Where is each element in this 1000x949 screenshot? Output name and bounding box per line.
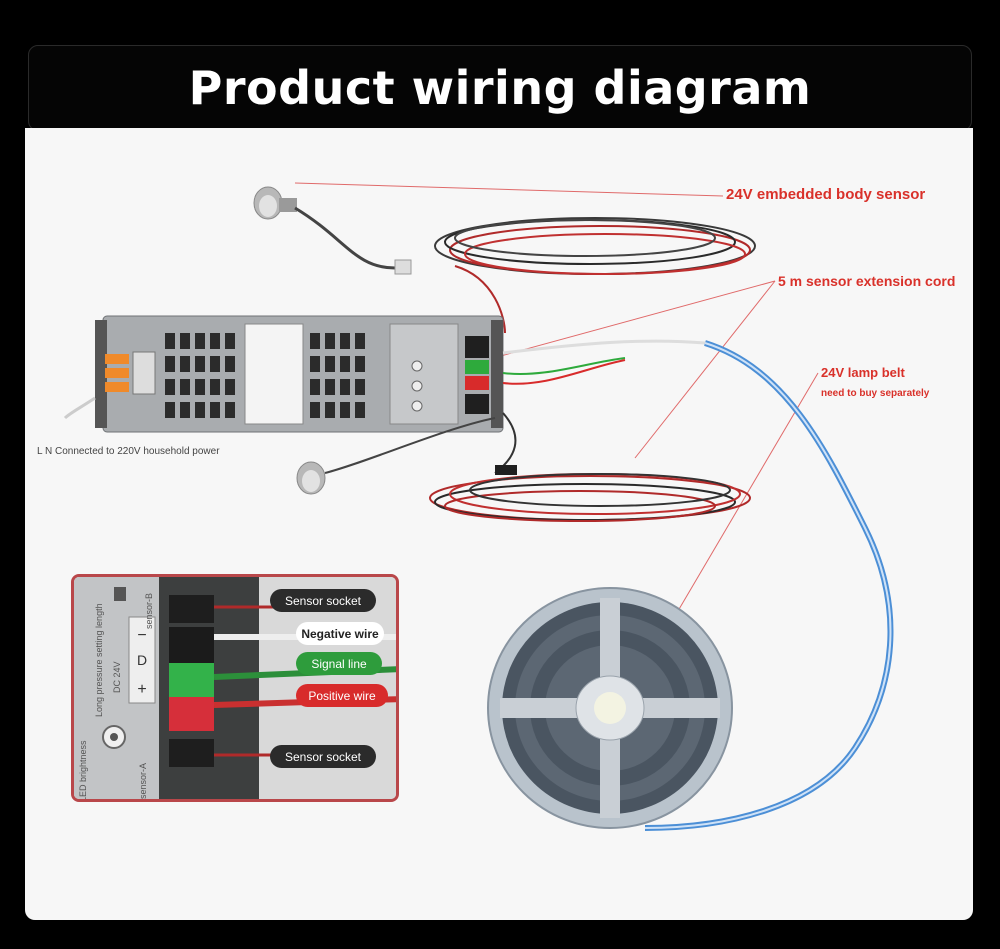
inset-side-text-brightness: LED brightness (78, 740, 88, 802)
callout-line-ext-bottom (634, 280, 776, 459)
svg-text:−: − (137, 627, 146, 644)
connector-closeup-inset: − D + Long pressure setting length DC 24… (71, 574, 399, 802)
callout-lamp-belt-note: need to buy separately (821, 388, 930, 399)
wiring-illustration (63, 182, 894, 831)
callout-power: L N Connected to 220V household power (37, 446, 220, 457)
svg-text:D: D (137, 652, 147, 668)
label-signal-line: Signal line (296, 652, 382, 675)
inset-side-text-long-pressure: Long pressure setting length (94, 603, 104, 717)
inset-side-text-dc24v: DC 24V (112, 661, 122, 693)
svg-text:+: + (137, 681, 146, 698)
top-sensor-icon (253, 186, 297, 220)
diagram-canvas: 24V embedded body sensor 5 m sensor exte… (25, 128, 973, 920)
title-bar: Product wiring diagram (28, 45, 972, 131)
inset-side-text-sensor-a: sensor-A (138, 762, 148, 799)
callout-extension-cord: 5 m sensor extension cord (778, 273, 956, 289)
label-sensor-socket-bottom: Sensor socket (270, 745, 376, 768)
bottom-cord-coil (429, 473, 751, 522)
led-controller-box (95, 315, 504, 433)
label-negative-wire: Negative wire (296, 622, 384, 645)
bottom-sensor-icon (296, 461, 326, 495)
led-reel (487, 587, 733, 829)
callout-sensor: 24V embedded body sensor (726, 186, 926, 203)
callout-lamp-belt: 24V lamp belt (821, 365, 905, 380)
callout-line-belt (664, 372, 819, 634)
label-sensor-socket-top: Sensor socket (270, 589, 376, 612)
callout-line-sensor (294, 182, 724, 197)
inset-side-text-sensor-b: sensor-B (144, 592, 154, 629)
label-positive-wire: Positive wire (296, 684, 388, 707)
page-title: Product wiring diagram (188, 61, 812, 115)
top-cord-coil (434, 217, 756, 275)
